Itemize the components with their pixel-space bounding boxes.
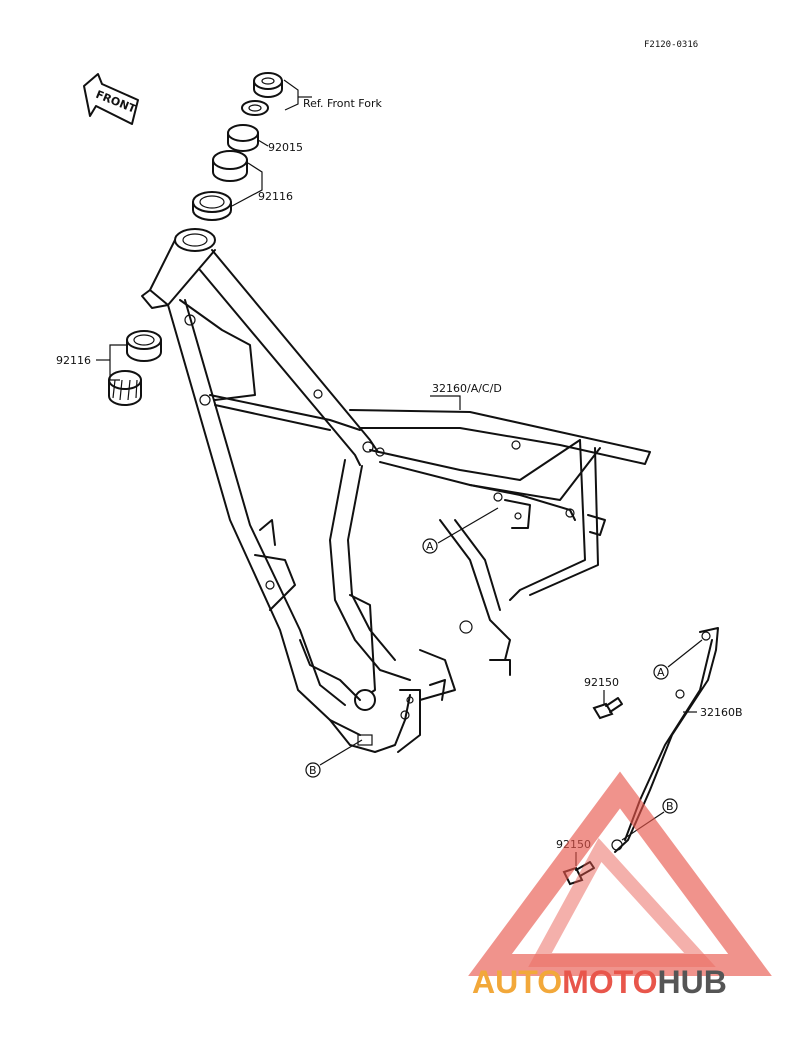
marker-a-frame: A [422,538,438,554]
callout-92116-lower: 92116 [56,354,91,367]
callout-32160b: 32160B [700,706,743,719]
svg-text:B: B [666,800,674,813]
callout-92015: 92015 [268,141,303,154]
lower-92116-leader [109,344,126,381]
bolt-upper-icon [592,697,623,720]
main-frame-leader [430,395,461,410]
marker-b-frame: B [305,762,321,778]
callout-92116-upper: 92116 [258,190,293,203]
lower-bearing-parts [108,330,162,406]
callout-ref-front-fork: Ref. Front Fork [303,97,382,110]
front-arrow-icon: FRONT [83,73,139,125]
svg-text:A: A [426,540,434,553]
automotohub-logo [468,771,772,976]
marker-b-brace: B [662,798,678,814]
marker-a-brace: A [653,664,669,680]
steering-bearing-parts [192,72,283,221]
main-frame [141,228,651,753]
svg-text:A: A [657,666,665,679]
callout-32160-a-c-d: 32160/A/C/D [432,382,502,395]
figure-code: F2120-0316 [644,40,698,50]
upper-leaders [231,79,312,207]
svg-text:B: B [309,764,317,777]
svg-text:FRONT: FRONT [94,88,138,116]
callout-92150-upper: 92150 [584,676,619,689]
watermark-text: AUTOMOTOHUB [472,964,727,1000]
